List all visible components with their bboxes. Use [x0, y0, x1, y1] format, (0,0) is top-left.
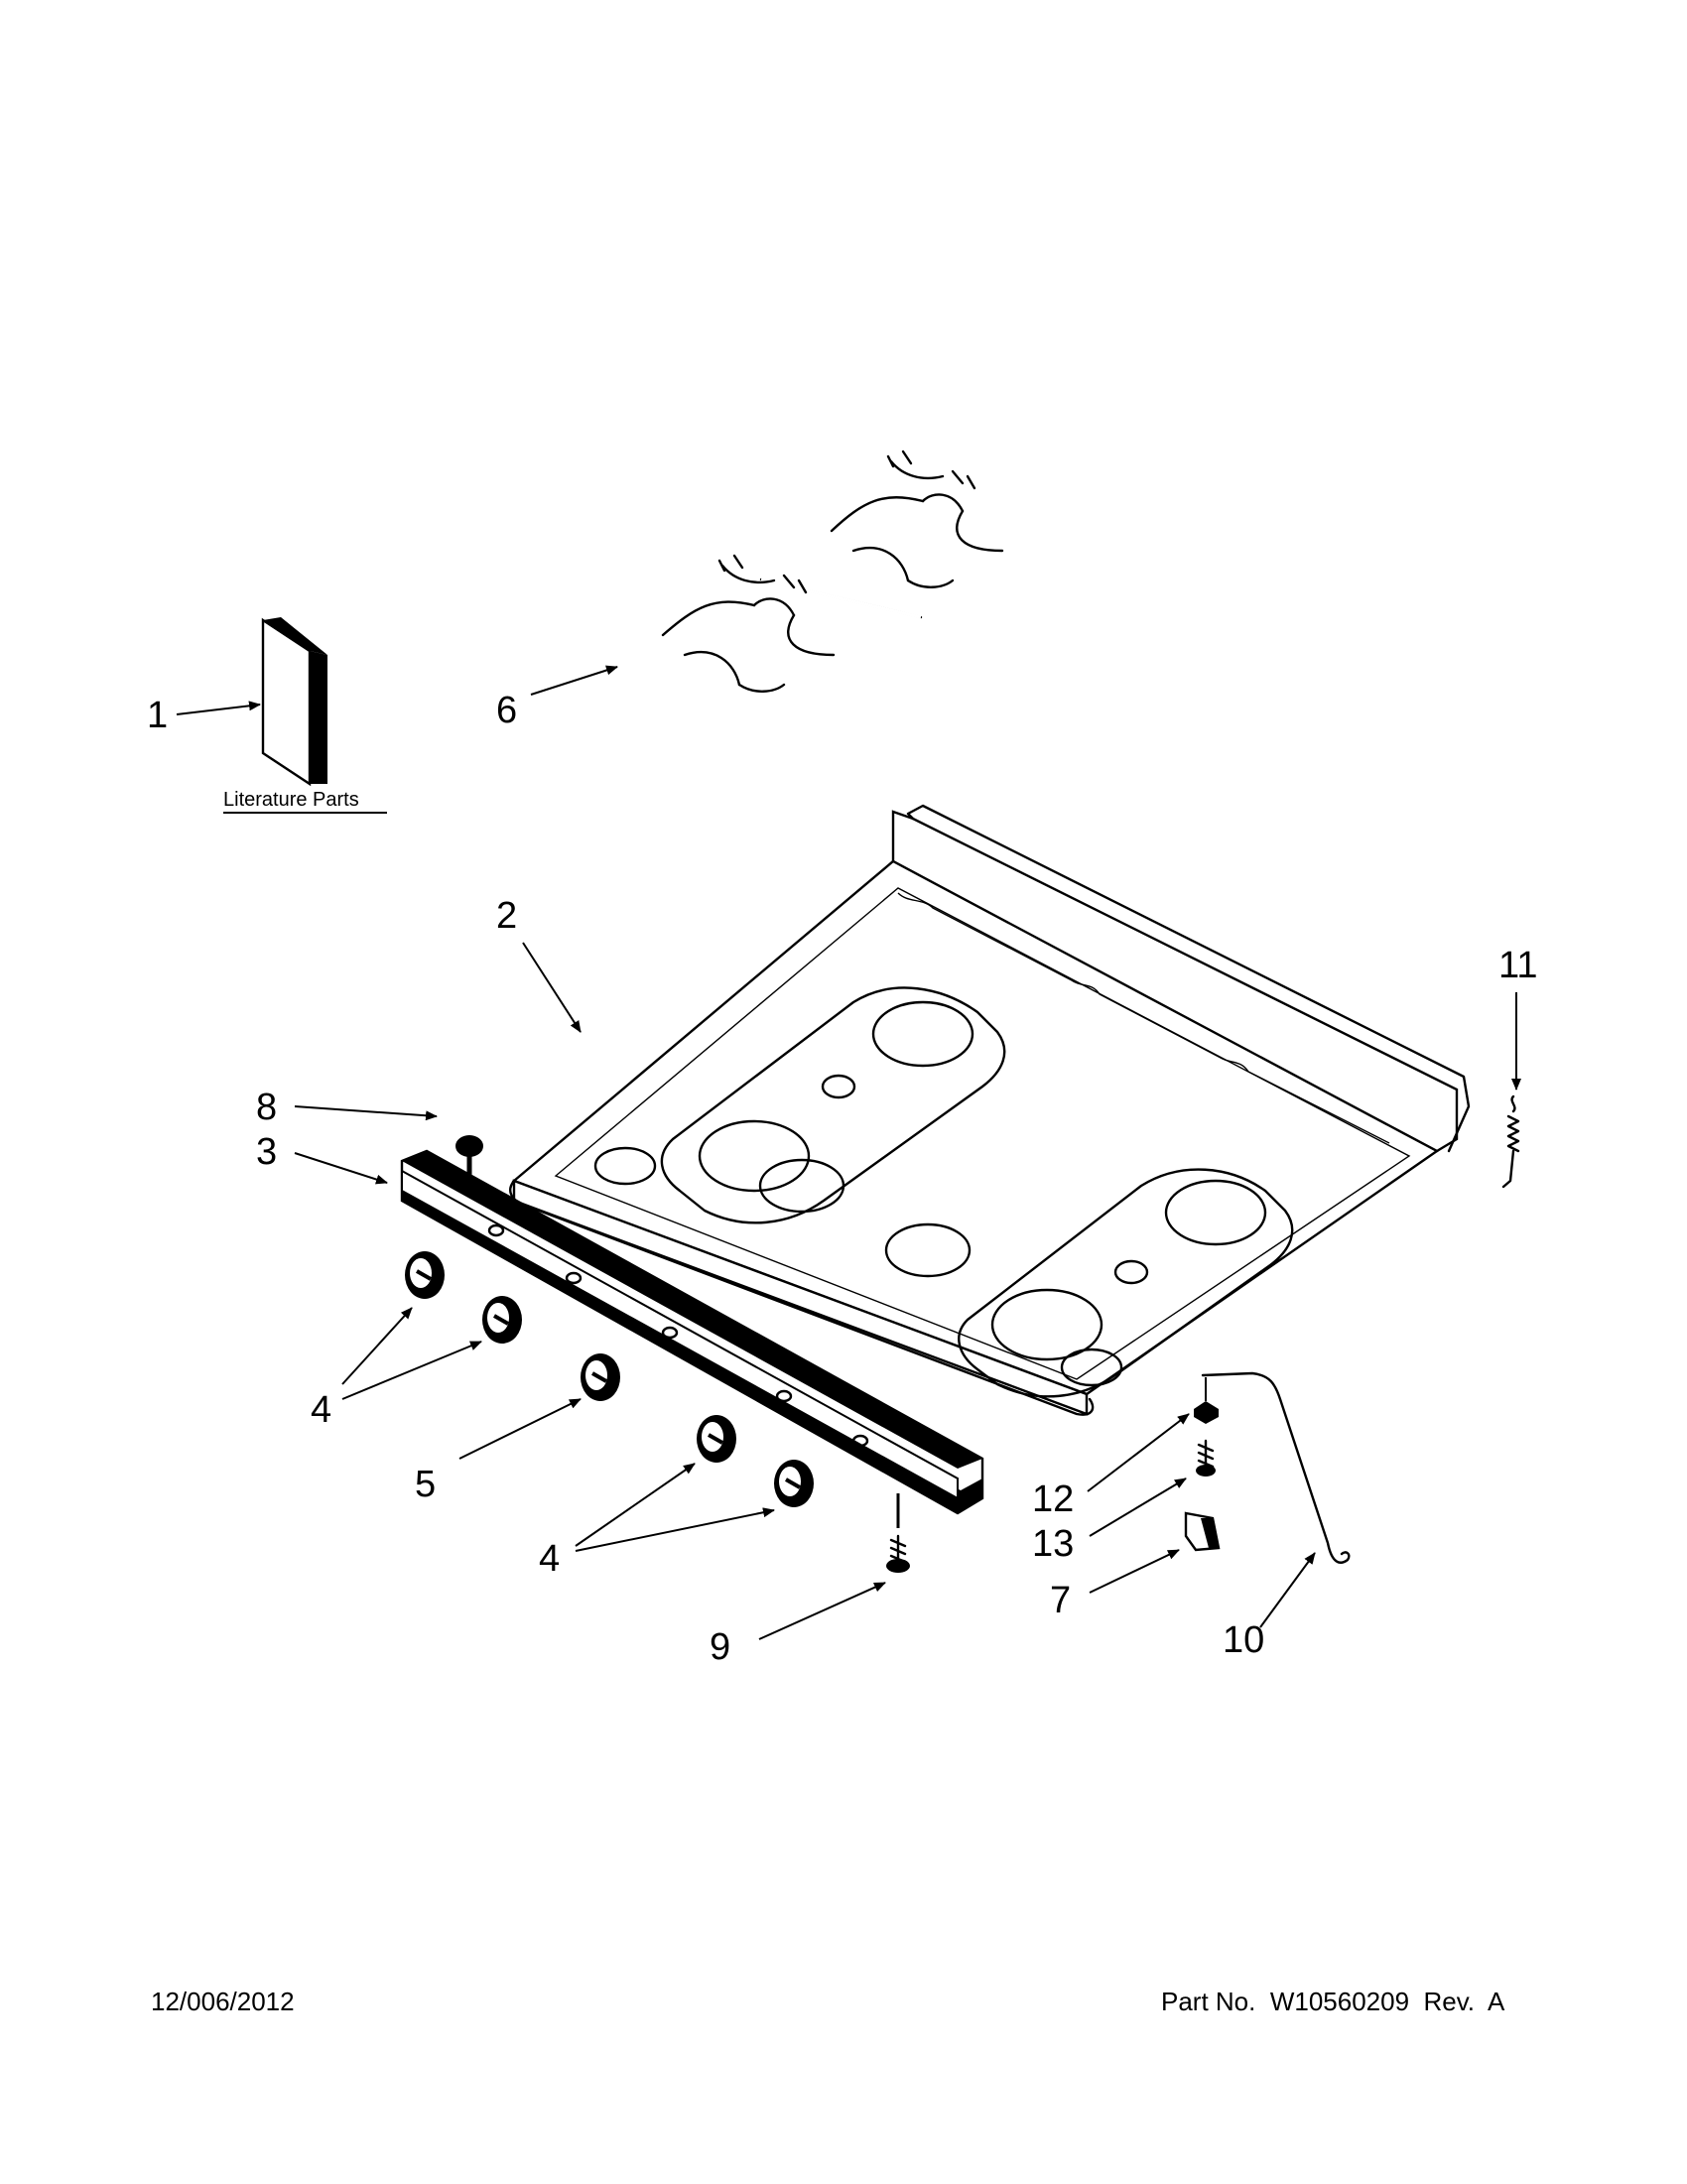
callout-2: 2: [496, 895, 517, 937]
knobs: [405, 1251, 814, 1507]
cooktop-main: [509, 804, 1471, 1416]
push-pin: [455, 1135, 483, 1181]
callout-1: 1: [147, 695, 168, 736]
leader-lines: [176, 665, 1521, 1640]
burner-grate: [618, 450, 1066, 696]
footer-part-number: Part No. W10560209 Rev. A: [1161, 1987, 1505, 2016]
wire-rod: [1201, 1371, 1351, 1564]
callout-12: 12: [1032, 1478, 1074, 1520]
literature-booklet: [261, 617, 327, 787]
control-panel: [400, 1149, 984, 1515]
clip: [1184, 1511, 1221, 1552]
nut-and-screw: [1194, 1377, 1219, 1477]
screw-9: [886, 1493, 910, 1573]
callout-13: 13: [1032, 1523, 1074, 1565]
callout-8: 8: [256, 1087, 277, 1128]
callout-7: 7: [1050, 1580, 1071, 1621]
literature-parts-label: Literature Parts: [223, 789, 359, 811]
callout-5: 5: [415, 1464, 436, 1505]
callout-11: 11: [1498, 945, 1537, 986]
callout-4-left: 4: [311, 1389, 331, 1431]
spring: [1501, 1094, 1520, 1189]
callout-6: 6: [496, 690, 517, 731]
callout-3: 3: [256, 1131, 277, 1173]
callout-10: 10: [1223, 1619, 1264, 1661]
footer-date: 12/006/2012: [151, 1987, 295, 2016]
callout-4-right: 4: [539, 1538, 560, 1580]
callout-9: 9: [710, 1626, 730, 1668]
